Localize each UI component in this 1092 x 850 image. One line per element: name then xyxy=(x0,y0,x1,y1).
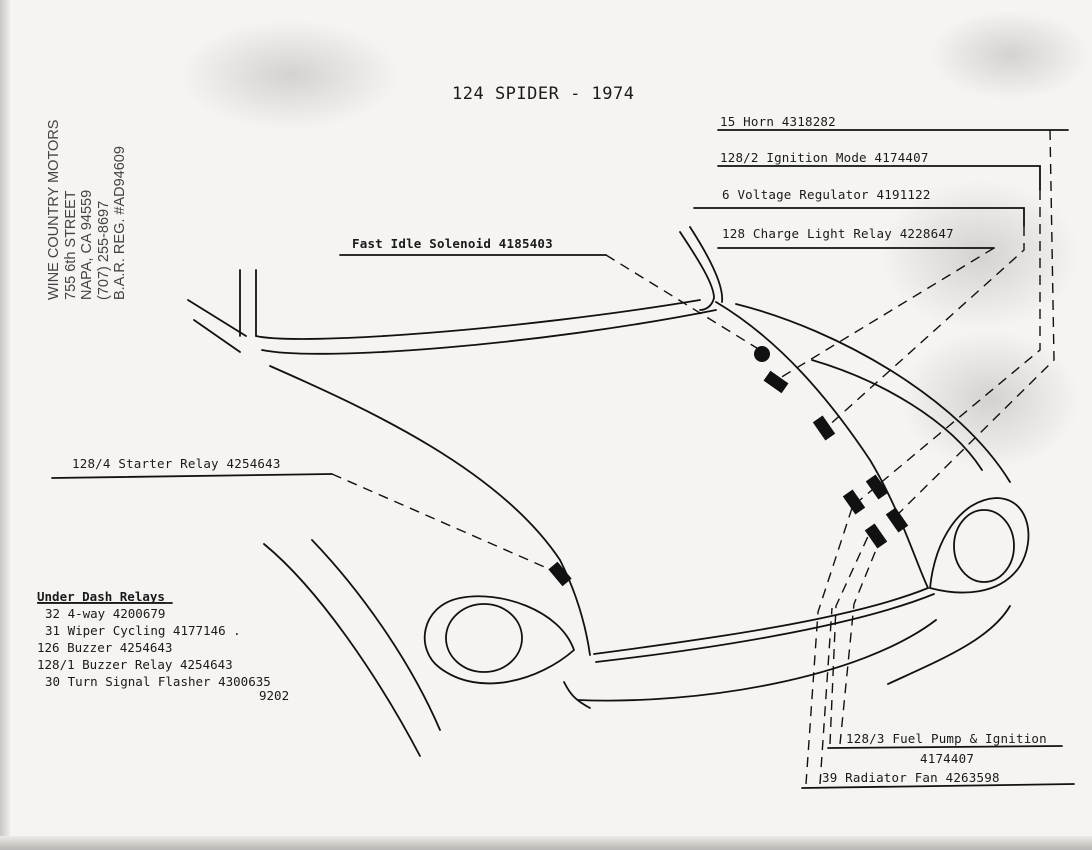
right-headlight-bucket xyxy=(929,497,1030,594)
label-fast-idle-solenoid: Fast Idle Solenoid 4185403 xyxy=(352,236,553,251)
dealer-name: WINE COUNTRY MOTORS xyxy=(46,119,62,300)
label-voltage-regulator: 6 Voltage Regulator 4191122 xyxy=(722,187,931,202)
page-title: 124 SPIDER - 1974 xyxy=(452,84,635,104)
under-dash-item: 32 4-way 4200679 xyxy=(45,606,166,621)
bumper-lower xyxy=(887,605,1011,685)
label-fuel-pump-part: 4174407 xyxy=(920,751,975,766)
dashed-fuel-pump xyxy=(829,531,871,745)
right-headlight xyxy=(953,509,1015,583)
relay-marker xyxy=(885,507,909,533)
dashed-fuel-pump xyxy=(839,539,881,745)
left-headlight xyxy=(445,603,523,673)
under-dash-item: 30 Turn Signal Flasher 4300635 xyxy=(45,674,271,689)
smudge xyxy=(180,20,400,130)
left-fender-line xyxy=(269,365,591,656)
label-starter-relay: 128/4 Starter Relay 4254643 xyxy=(72,456,281,471)
dashed-fast-idle xyxy=(605,254,761,351)
dashed-starter xyxy=(331,473,557,573)
label-charge-light-relay: 128 Charge Light Relay 4228647 xyxy=(722,226,954,241)
hood-front-edge xyxy=(679,231,715,311)
bumper-lower xyxy=(577,619,937,702)
leader-voltage-regulator xyxy=(693,207,1025,227)
label-horn: 15 Horn 4318282 xyxy=(720,114,836,129)
relay-marker xyxy=(763,370,789,394)
starter-relay-marker xyxy=(548,561,572,587)
relay-marker xyxy=(842,489,866,515)
under-dash-heading: Under Dash Relays xyxy=(37,589,165,604)
relay-marker xyxy=(812,415,836,441)
dashed-charge-light xyxy=(779,247,995,379)
front-bumper xyxy=(595,593,935,663)
cowl-line xyxy=(255,299,701,340)
dashed-horn xyxy=(891,129,1055,521)
lower-left-body xyxy=(563,681,591,709)
leader-fuel-pump xyxy=(827,745,1063,749)
lower-left-body xyxy=(311,539,441,731)
under-dash-relays: Under Dash Relays 32 4-way 4200679 31 Wi… xyxy=(37,588,289,702)
page-edge xyxy=(0,0,10,850)
dealer-stamp: WINE COUNTRY MOTORS 755 6th STREET NAPA,… xyxy=(46,120,129,300)
smudge xyxy=(930,10,1090,100)
windshield-frame xyxy=(193,319,241,353)
under-dash-item: 31 Wiper Cycling 4177146 . xyxy=(45,623,241,638)
under-dash-item: 126 Buzzer 4254643 xyxy=(37,640,173,655)
leader-radiator-fan xyxy=(801,783,1075,789)
right-fender-line xyxy=(811,359,983,471)
cowl-line xyxy=(261,309,717,355)
relay-marker xyxy=(864,523,888,549)
under-dash-note: 9202 xyxy=(259,688,290,703)
dashed-voltage-regulator xyxy=(825,226,1025,429)
front-bumper xyxy=(593,587,929,655)
dealer-city: NAPA, CA 94559 xyxy=(79,189,95,300)
label-fuel-pump-ignition: 128/3 Fuel Pump & Ignition xyxy=(846,731,1047,746)
leader-ignition-mode xyxy=(717,165,1041,191)
leader-starter xyxy=(51,473,333,479)
dashed-ignition-mode xyxy=(859,190,1041,501)
windshield-frame xyxy=(187,299,247,337)
dealer-phone: (707) 255-8697 xyxy=(95,200,112,300)
dashed-radiator-fan xyxy=(805,507,853,785)
hood-front-edge xyxy=(689,226,724,303)
smudge xyxy=(900,330,1080,470)
left-headlight-bucket xyxy=(423,595,576,685)
fast-idle-solenoid-marker xyxy=(754,346,770,362)
right-fender-line xyxy=(735,303,1011,483)
under-dash-item: 128/1 Buzzer Relay 4254643 xyxy=(37,657,233,672)
lower-left-body xyxy=(263,543,421,757)
dashed-radiator-fan xyxy=(819,607,833,785)
right-hood-line xyxy=(715,301,929,589)
dealer-registration: B.A.R. REG. #AD94609 xyxy=(112,146,128,300)
label-radiator-fan: 39 Radiator Fan 4263598 xyxy=(822,770,1000,785)
relay-marker xyxy=(865,474,889,500)
dealer-street: 755 6th STREET xyxy=(62,190,79,300)
page-edge xyxy=(0,836,1092,850)
smudge xyxy=(880,180,1080,330)
label-ignition-mode: 128/2 Ignition Mode 4174407 xyxy=(720,150,929,165)
